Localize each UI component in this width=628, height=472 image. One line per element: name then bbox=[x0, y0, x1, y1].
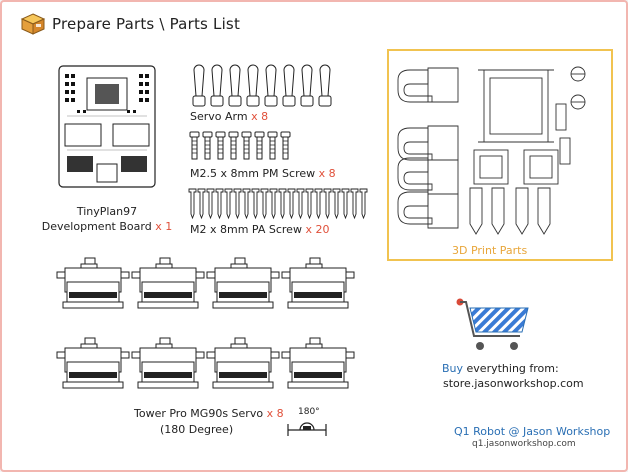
dev-board-image bbox=[57, 64, 157, 189]
servo-arm-qty: x 8 bbox=[251, 110, 269, 123]
dev-board-label-line2: Development Board x 1 bbox=[32, 220, 182, 233]
footer-url[interactable]: q1.jasonworkshop.com bbox=[472, 439, 576, 449]
footer-title: Q1 Robot @ Jason Workshop bbox=[454, 425, 611, 438]
servo-arm-label: Servo Arm x 8 bbox=[190, 110, 268, 123]
dev-board-label-line1: TinyPlan97 bbox=[76, 205, 138, 218]
servo-label-line2: (180 Degree) bbox=[160, 423, 234, 436]
pa-screw-name: M2 x 8mm PA Screw bbox=[190, 223, 302, 236]
pm-screw-label: M2.5 x 8mm PM Screw x 8 bbox=[190, 167, 336, 180]
servo-arm-name: Servo Arm bbox=[190, 110, 248, 123]
servo-arm-image bbox=[188, 64, 338, 108]
buy-word: Buy bbox=[442, 362, 464, 375]
servo-grid bbox=[56, 254, 355, 402]
pa-screw-qty: x 20 bbox=[305, 223, 330, 236]
page-title: Prepare Parts \ Parts List bbox=[52, 15, 241, 33]
pm-screw-image bbox=[188, 131, 298, 162]
pm-screw-qty: x 8 bbox=[318, 167, 336, 180]
store-link[interactable]: store.jasonworkshop.com bbox=[443, 377, 584, 390]
pa-screw-label: M2 x 8mm PA Screw x 20 bbox=[190, 223, 329, 236]
servo-name: Tower Pro MG90s Servo bbox=[134, 407, 264, 420]
print-parts-frame bbox=[387, 49, 613, 261]
dev-board-name: Development Board bbox=[41, 220, 152, 233]
box-icon bbox=[20, 12, 46, 36]
shopping-cart-icon[interactable] bbox=[454, 296, 534, 358]
buy-rest: everything from: bbox=[463, 362, 559, 375]
print-parts-label: 3D Print Parts bbox=[452, 244, 528, 257]
pm-screw-name: M2.5 x 8mm PM Screw bbox=[190, 167, 316, 180]
servo-label-line1: Tower Pro MG90s Servo x 8 bbox=[134, 407, 284, 420]
servo-angle-label: 180° bbox=[298, 407, 320, 417]
pa-screw-image bbox=[188, 188, 378, 220]
dev-board-qty: x 1 bbox=[155, 220, 173, 233]
servo-angle-icon bbox=[286, 420, 328, 438]
buy-text: Buy everything from: bbox=[442, 362, 559, 375]
print-parts-image bbox=[394, 60, 604, 240]
servo-qty: x 8 bbox=[266, 407, 284, 420]
